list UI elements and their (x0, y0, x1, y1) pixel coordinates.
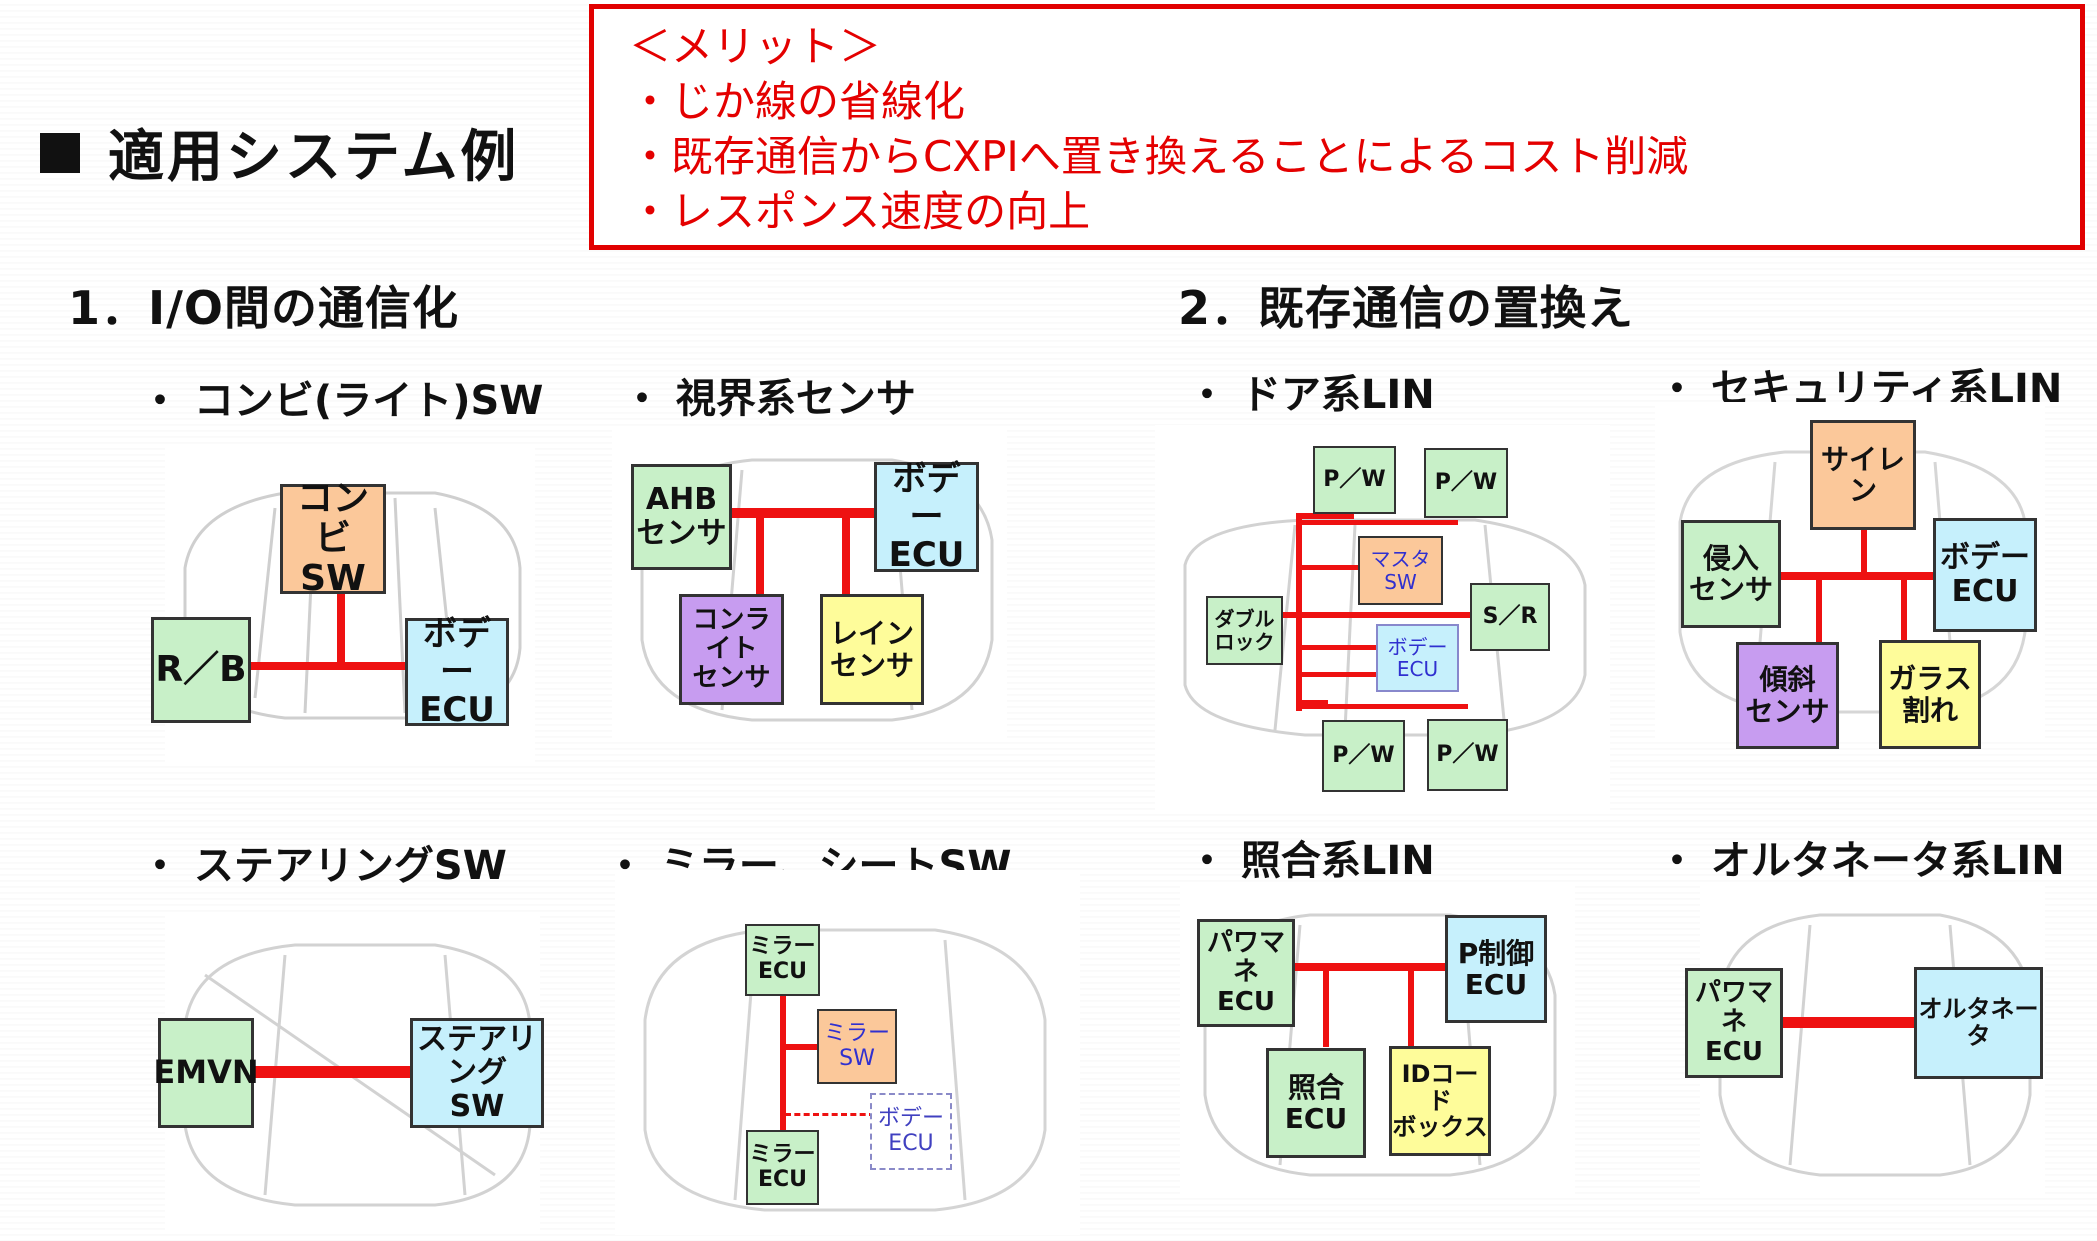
double-lock-box: ダブル ロック (1206, 596, 1283, 665)
car-outline-icon (1183, 518, 1587, 737)
alternator-box: オルタネータ (1914, 967, 2043, 1079)
mirror-sw-box: ミラー SW (817, 1009, 897, 1084)
glass-break-box: ガラス 割れ (1879, 640, 1981, 749)
p-control-ecu-box: P制御 ECU (1445, 915, 1547, 1023)
pw-bottom-right-box: P／W (1427, 719, 1508, 791)
master-sw-box: マスタ SW (1358, 536, 1443, 605)
view-body-ecu-box: ボデー ECU (874, 460, 979, 574)
page-title: 適用システム例 (40, 112, 519, 193)
ahb-sensor-box: AHB センサ (631, 464, 732, 570)
door-body-ecu-box: ボデー ECU (1376, 624, 1459, 692)
merit-box: ＜メリット＞ ・じか線の省線化 ・既存通信からCXPIへ置き換えることによるコス… (589, 4, 2085, 250)
subtitle-verify: ・ 照合系LIN (1187, 838, 1435, 884)
section-title-replace: 2．既存通信の置換え (1178, 281, 1635, 335)
merit-item: ・じか線の省線化 (629, 77, 966, 126)
power-manage-ecu-alt-box: パワマネ ECU (1685, 968, 1783, 1078)
pw-top-left-box: P／W (1313, 446, 1396, 514)
conlight-sensor-box: コンライト センサ (679, 594, 784, 705)
tilt-sensor-box: 傾斜 センサ (1736, 642, 1839, 749)
siren-box: サイレン (1810, 420, 1916, 530)
merit-item: ・レスポンス速度の向上 (629, 187, 1091, 236)
subtitle-combi: ・ コンビ(ライト)SW (140, 378, 544, 424)
combi-sw-box: コンビ SW (280, 478, 386, 599)
pw-top-right-box: P／W (1424, 448, 1508, 518)
merit-item: ・既存通信からCXPIへ置き換えることによるコスト削減 (629, 132, 1689, 181)
page-title-text: 適用システム例 (108, 125, 520, 190)
square-bullet-icon (40, 132, 80, 173)
verify-ecu-box: 照合 ECU (1266, 1048, 1366, 1158)
mirror-body-ecu-box: ボデー ECU (870, 1093, 952, 1170)
id-code-box: IDコード ボックス (1389, 1046, 1491, 1156)
pw-bottom-left-box: P／W (1322, 720, 1405, 792)
security-body-ecu-box: ボデー ECU (1933, 518, 2037, 632)
combi-body-ecu-box: ボデー ECU (405, 615, 509, 729)
section-title-io: 1．I/O間の通信化 (68, 281, 460, 335)
intrusion-sensor-box: 侵入 センサ (1681, 520, 1781, 628)
mirror-ecu-top-box: ミラー ECU (745, 924, 820, 996)
subtitle-view: ・ 視界系センサ (622, 376, 916, 422)
steering-sw-box: ステアリング SW (410, 1018, 544, 1128)
subtitle-alt: ・ オルタネータ系LIN (1657, 838, 2065, 884)
rain-sensor-box: レイン センサ (820, 594, 924, 705)
mirror-ecu-bottom-box: ミラー ECU (746, 1130, 819, 1205)
rb-box: R／B (151, 617, 251, 723)
merit-heading: ＜メリット＞ (629, 22, 882, 71)
subtitle-steering: ・ ステアリングSW (140, 843, 507, 889)
power-manage-ecu-box: パワマネ ECU (1197, 919, 1295, 1027)
subtitle-door: ・ ドア系LIN (1187, 372, 1435, 418)
sr-box: S／R (1470, 583, 1550, 651)
emvn-box: EMVN (153, 1018, 259, 1128)
